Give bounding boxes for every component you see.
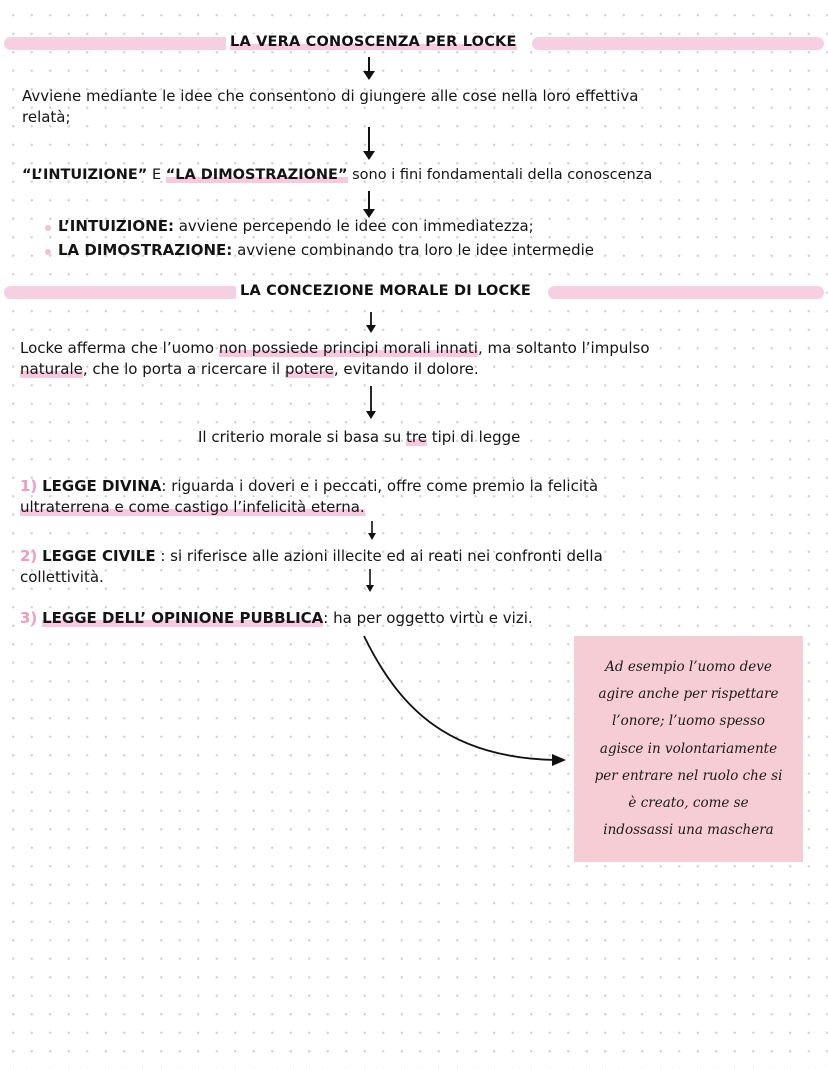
- arrow-down-icon: [366, 312, 376, 333]
- law-number: 2): [20, 547, 38, 565]
- law-number: 1): [20, 477, 38, 495]
- paragraph-fini: “L’INTUIZIONE” E “LA DIMOSTRAZIONE” sono…: [22, 165, 652, 186]
- law-text: collettività.: [20, 568, 104, 586]
- law-text: ultraterrena e come castigo l’infelicità…: [20, 498, 365, 516]
- paragraph-locke: Locke afferma che l’uomo non possiede pr…: [20, 338, 650, 380]
- law-line: 1) LEGGE DIVINA: riguarda i doveri e i p…: [20, 476, 598, 497]
- law-title: LEGGE DELL’ OPINIONE PUBBLICA: [42, 609, 324, 627]
- paragraph-line: naturale, che lo porta a ricercare il po…: [20, 359, 650, 380]
- law-title: LEGGE CIVILE: [42, 547, 156, 565]
- law-text: : si riferisce alle azioni illecite ed a…: [155, 547, 603, 565]
- highlight: tre: [405, 428, 427, 446]
- note-line: è creato, come se: [628, 795, 749, 812]
- note-line: indossassi una maschera: [603, 822, 774, 839]
- law-text: : ha per oggetto virtù e vizi.: [323, 609, 533, 627]
- section-title-text: LA CONCEZIONE MORALE DI LOCKE: [240, 283, 531, 299]
- criterio-line: Il criterio morale si basa su tre tipi d…: [198, 427, 520, 448]
- dimostrazione-label: “LA DIMOSTRAZIONE”: [165, 167, 348, 183]
- highlight: non possiede principi morali innati: [218, 339, 478, 357]
- text: Locke afferma che l’uomo: [20, 339, 219, 357]
- text: , ma soltanto l’impulso: [477, 339, 650, 357]
- section-title-conoscenza: LA VERA CONOSCENZA PER LOCKE: [226, 34, 521, 50]
- highlight: naturale: [20, 360, 83, 378]
- law-number: 3): [20, 609, 38, 627]
- section-title-morale: LA CONCEZIONE MORALE DI LOCKE: [236, 283, 535, 299]
- heading-band-right: [532, 37, 824, 50]
- law-line: collettività.: [20, 567, 603, 588]
- arrow-down-icon: [363, 127, 375, 160]
- fini-text: sono i fini fondamentali della conoscenz…: [347, 167, 653, 183]
- arrow-down-icon: [366, 569, 374, 592]
- law-item-divina: 1) LEGGE DIVINA: riguarda i doveri e i p…: [20, 476, 598, 518]
- note-line: Ad esempio l’uomo deve: [605, 659, 772, 675]
- text: , che lo porta a ricercare il: [82, 360, 285, 378]
- bullet-item: L’INTUIZIONE: avviene percependo le idee…: [58, 216, 534, 237]
- law-line: ultraterrena e come castigo l’infelicità…: [20, 497, 598, 518]
- law-text: : riguarda i doveri e i peccati, offre c…: [161, 477, 599, 495]
- paragraph-line: Avviene mediante le idee che consentono …: [22, 87, 639, 105]
- arrow-down-icon: [363, 191, 375, 218]
- section-title-text: LA VERA CONOSCENZA PER LOCKE: [230, 34, 517, 50]
- highlight: potere: [284, 360, 334, 378]
- note-line: per entrare nel ruolo che si: [594, 767, 783, 784]
- bullet-text: avviene combinando tra loro le idee inte…: [232, 241, 594, 259]
- curved-arrow-icon: [363, 635, 566, 766]
- law-title: LEGGE DIVINA: [42, 477, 162, 495]
- heading-band-left: [4, 286, 240, 299]
- heading-band-right: [548, 286, 824, 299]
- note-line: agisce in volontariamente: [599, 740, 778, 757]
- bullet-item: LA DIMOSTRAZIONE: avviene combinando tra…: [58, 240, 594, 261]
- bullet-dot-icon: [45, 225, 51, 231]
- heading-band-left: [4, 37, 232, 50]
- arrow-down-icon: [366, 386, 376, 419]
- example-note: Ad esempio l’uomo deve agire anche per r…: [574, 636, 803, 862]
- bullet-dot-icon: [45, 249, 51, 255]
- paragraph-line: Locke afferma che l’uomo non possiede pr…: [20, 338, 650, 359]
- law-item-opinione: 3) LEGGE DELL’ OPINIONE PUBBLICA: ha per…: [20, 608, 533, 629]
- text: tipi di legge: [426, 428, 521, 446]
- bullet-term: LA DIMOSTRAZIONE:: [58, 241, 233, 259]
- arrow-down-icon: [363, 57, 375, 80]
- text: Il criterio morale si basa su: [198, 428, 406, 446]
- text: , evitando il dolore.: [333, 360, 479, 378]
- law-line: 2) LEGGE CIVILE : si riferisce alle azio…: [20, 546, 603, 567]
- conjunction: E: [147, 167, 166, 183]
- law-item-civile: 2) LEGGE CIVILE : si riferisce alle azio…: [20, 546, 603, 588]
- paragraph-line: relatà;: [22, 108, 71, 126]
- note-line: l’onore; l’uomo spesso: [611, 713, 766, 730]
- note-line: agire anche per rispettare: [598, 686, 779, 703]
- bullet-term: L’INTUIZIONE:: [58, 217, 174, 235]
- bullet-text: avviene percependo le idee con immediate…: [173, 217, 534, 235]
- arrow-down-icon: [368, 521, 376, 540]
- paragraph-conoscenza: Avviene mediante le idee che consentono …: [22, 86, 638, 128]
- intuizione-label: “L’INTUIZIONE”: [22, 167, 148, 183]
